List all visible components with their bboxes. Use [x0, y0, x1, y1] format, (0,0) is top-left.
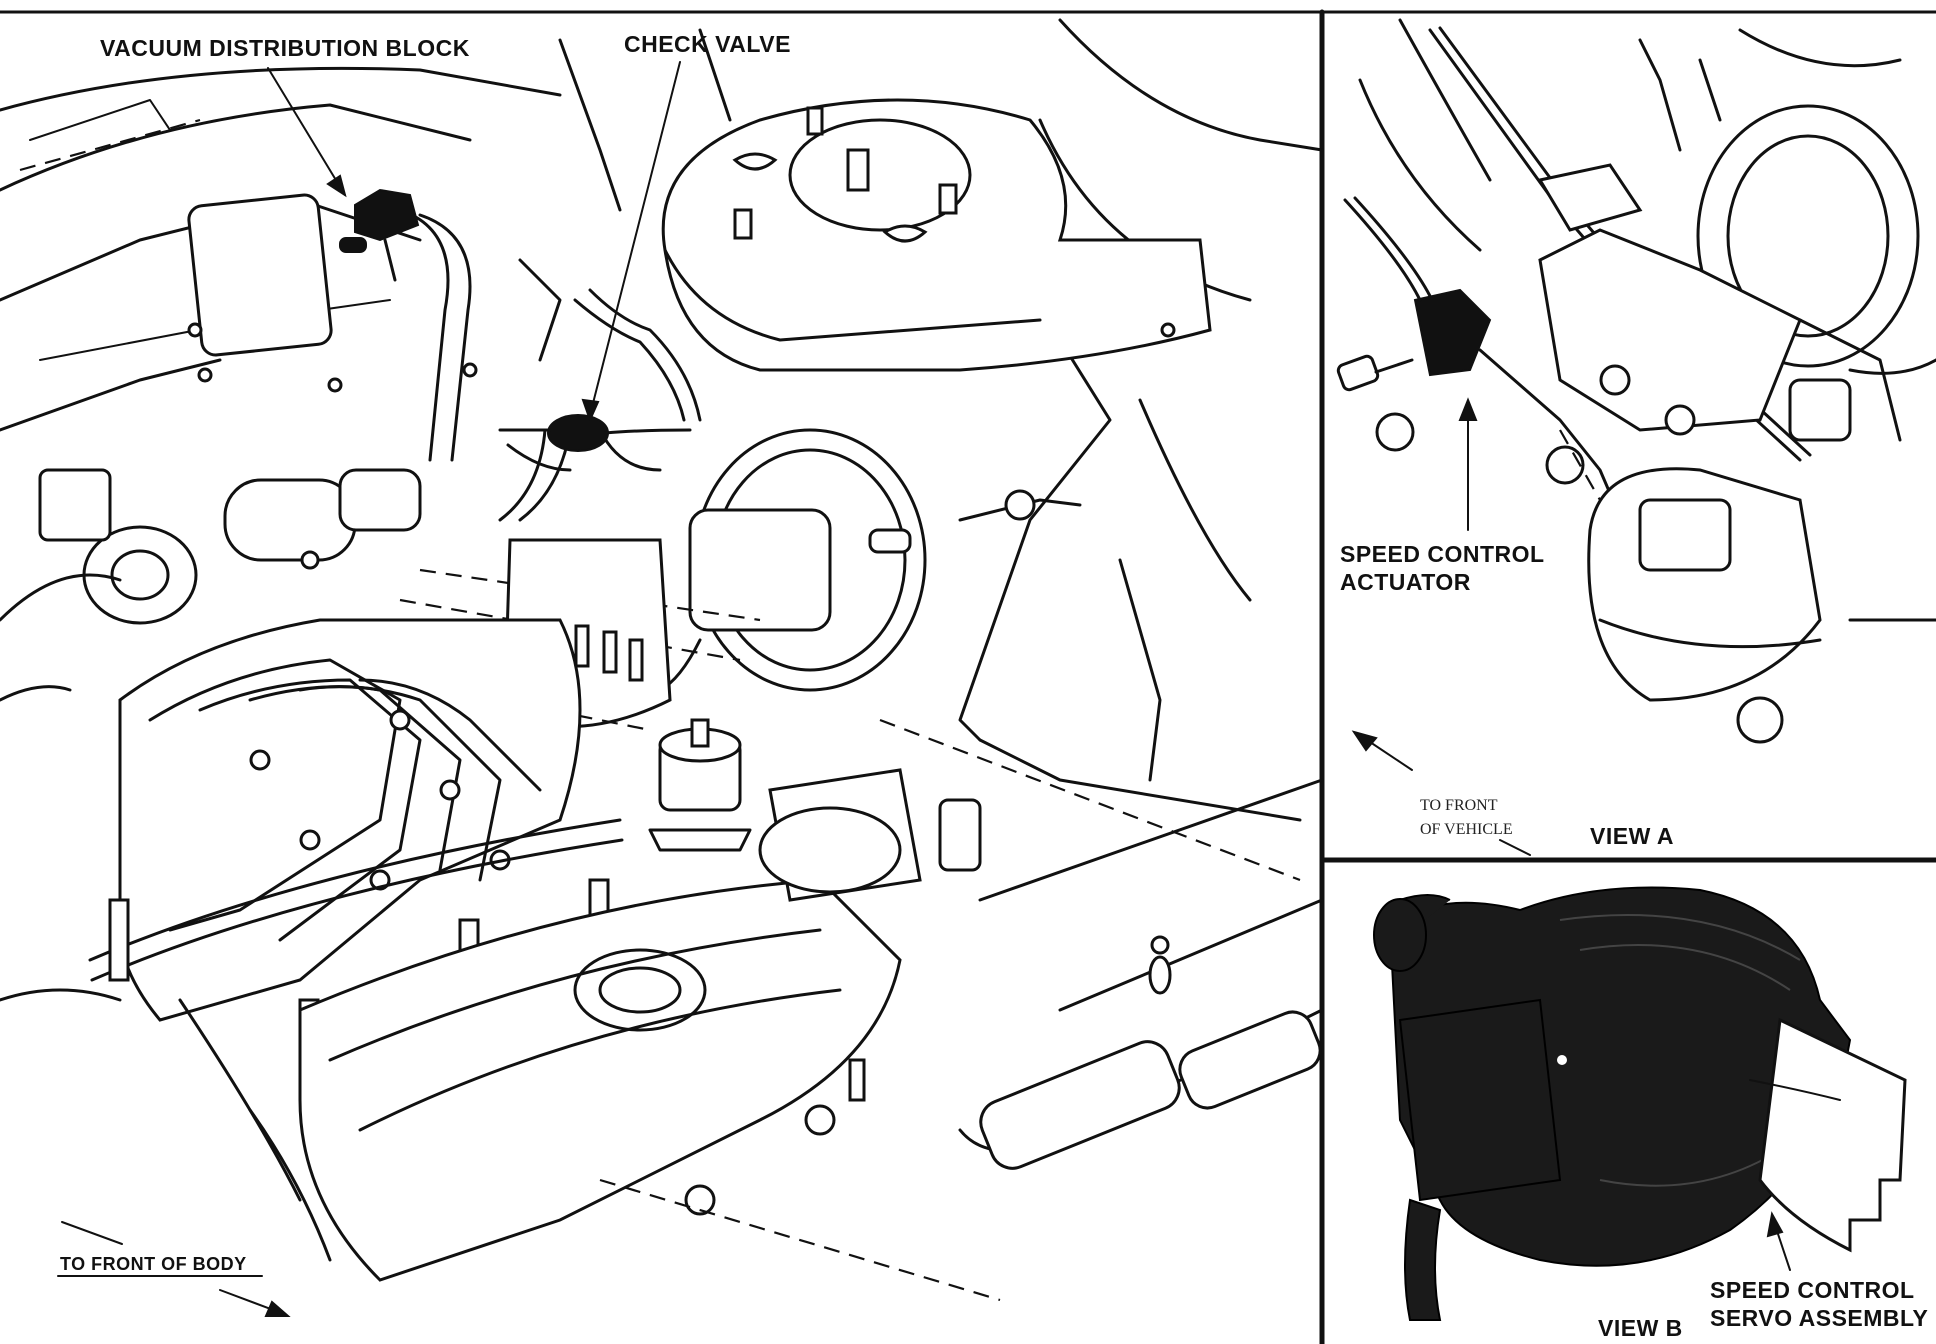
- speed-control-servo-main: [399, 428, 1082, 692]
- brake-booster: [661, 98, 1212, 372]
- check-valve-label: CHECK VALVE: [624, 31, 791, 57]
- speed-control-servo-label-2: SERVO ASSEMBLY: [1710, 1305, 1928, 1331]
- main-engine-view: VACUUM DISTRIBUTION BLOCK CHECK VALVE TO…: [0, 18, 1324, 1317]
- vacuum-distribution-block: [339, 188, 420, 282]
- vacuum-distribution-block-label: VACUUM DISTRIBUTION BLOCK: [100, 35, 470, 61]
- air-cleaner-module: [758, 768, 1172, 995]
- view-b-panel: VIEW B SPEED CONTROL SERVO ASSEMBLY: [1373, 886, 1928, 1341]
- speed-control-servo-label-1: SPEED CONTROL: [1710, 1277, 1915, 1303]
- check-valve: [498, 414, 692, 472]
- speed-control-actuator-label-1: SPEED CONTROL: [1340, 541, 1545, 567]
- intake-manifold: [0, 573, 582, 1022]
- valve-cover: [298, 878, 902, 1282]
- front-of-body-label: TO FRONT OF BODY: [60, 1254, 247, 1274]
- panel-borders: [0, 9, 1936, 1344]
- throttle-body: [38, 468, 422, 650]
- front-of-body-arrow: [57, 1221, 291, 1317]
- front-of-vehicle-label-2: OF VEHICLE: [1420, 821, 1513, 838]
- speed-control-actuator: [1336, 196, 1492, 392]
- view-b-label: VIEW B: [1598, 1315, 1683, 1341]
- view-a-label: VIEW A: [1590, 823, 1674, 849]
- fuel-pressure-regulator: [648, 718, 752, 852]
- view-a-panel: SPEED CONTROL ACTUATOR TO FRONT OF VEHIC…: [1336, 18, 1936, 856]
- speed-control-actuator-label-2: ACTUATOR: [1340, 569, 1471, 595]
- front-of-vehicle-label-1: TO FRONT: [1420, 797, 1498, 814]
- leader-arrows-main: [267, 61, 681, 423]
